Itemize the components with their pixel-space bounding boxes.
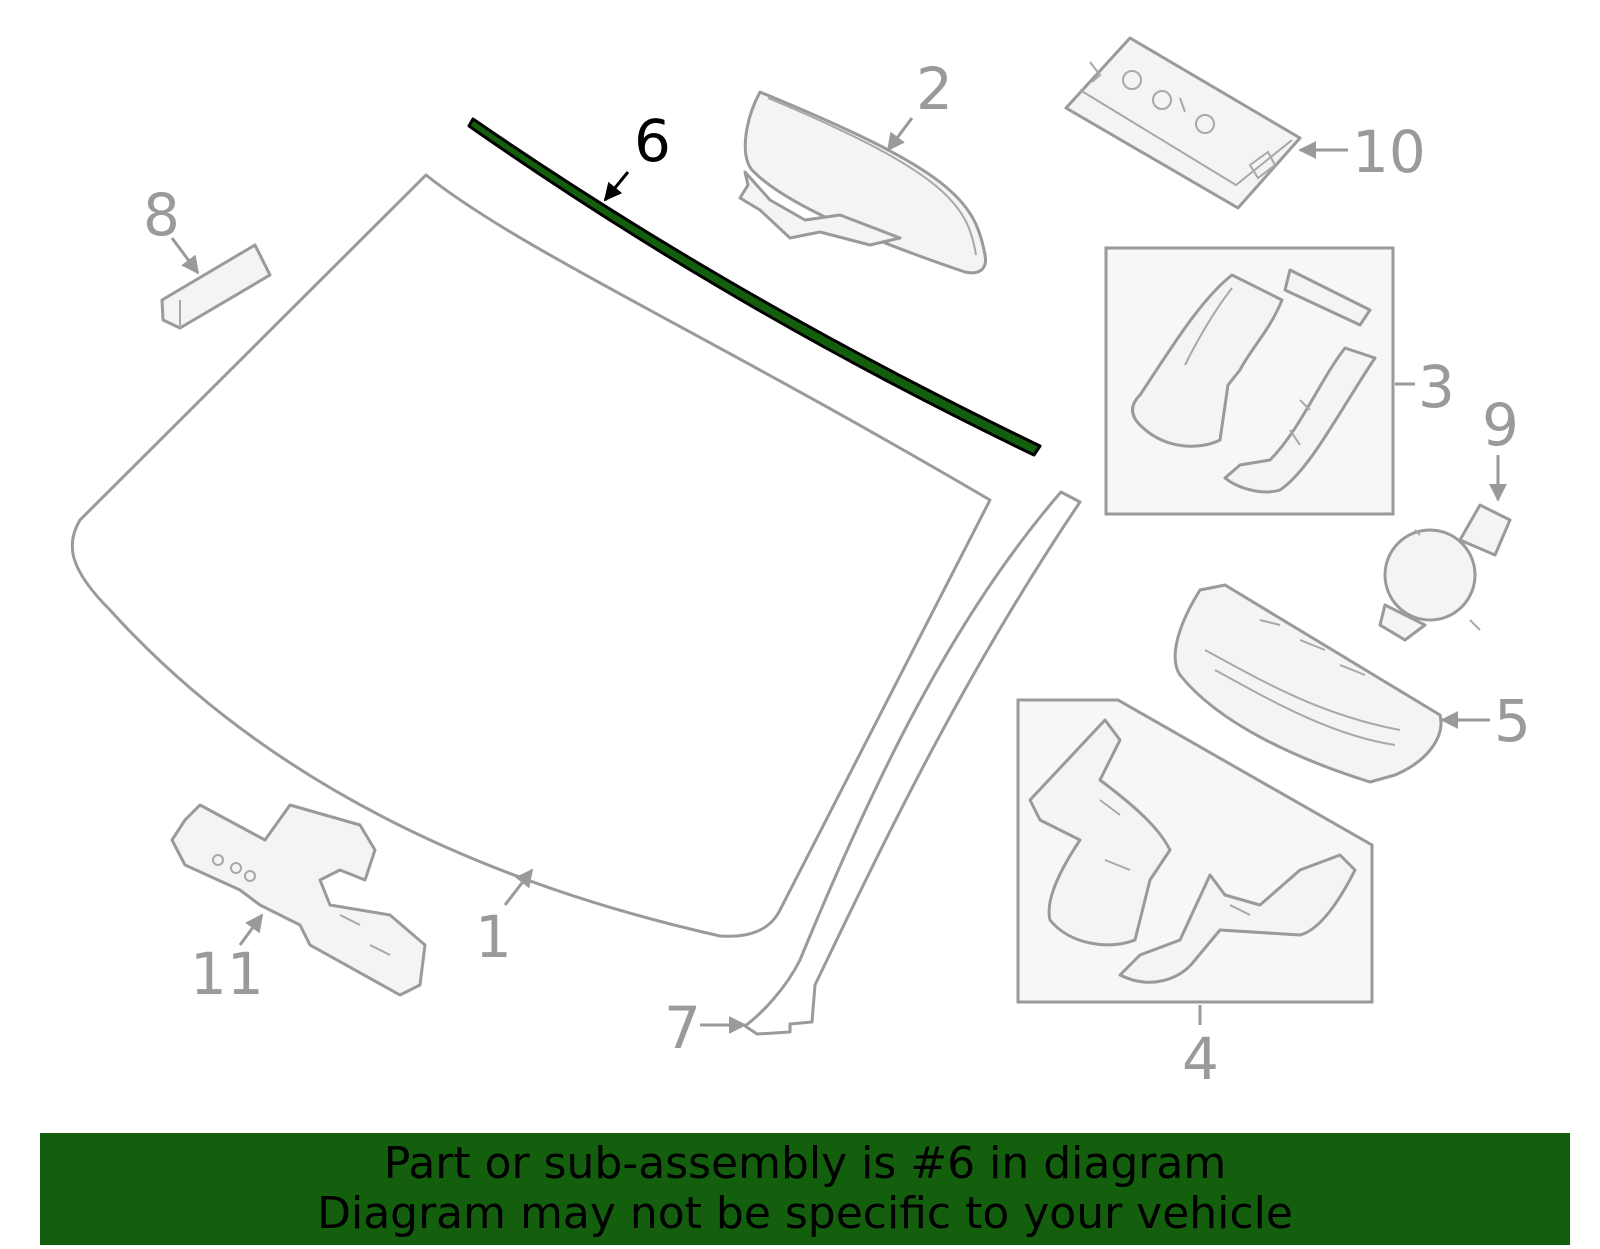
bracket-part-11[interactable]: [170, 803, 427, 997]
trim-panel-part-5[interactable]: [1173, 583, 1443, 784]
callout-3[interactable]: 3: [1418, 353, 1455, 421]
rain-sensor-part-9[interactable]: [1378, 503, 1512, 642]
banner-line-2: Diagram may not be specific to your vehi…: [317, 1188, 1293, 1239]
cover-part-3[interactable]: [1131, 268, 1377, 494]
side-molding-part-7[interactable]: [743, 490, 1082, 1036]
callout-8[interactable]: 8: [143, 181, 180, 249]
callout-1[interactable]: 1: [475, 903, 512, 971]
callout-10[interactable]: 10: [1352, 118, 1426, 186]
leader-part-6: [603, 171, 630, 202]
top-molding-part-6[interactable]: [467, 117, 1042, 457]
parts-diagram: 1 2 3 4 5 6 7 8 9 10 11: [70, 36, 1531, 1093]
callout-2[interactable]: 2: [916, 55, 953, 123]
callout-11[interactable]: 11: [190, 940, 264, 1008]
leader-part-2: [886, 117, 914, 152]
callout-4[interactable]: 4: [1182, 1025, 1219, 1093]
callout-5[interactable]: 5: [1494, 687, 1531, 755]
mirror-part-2[interactable]: [738, 90, 988, 275]
leader-part-11: [238, 913, 264, 946]
cover-part-4[interactable]: [1028, 718, 1357, 984]
callout-7[interactable]: 7: [664, 994, 701, 1062]
leader-part-1: [503, 868, 534, 906]
leader-part-8: [170, 237, 200, 275]
info-banner: Part or sub-assembly is #6 in diagram Di…: [40, 1133, 1570, 1245]
wedge-part-8[interactable]: [160, 243, 272, 330]
callout-9[interactable]: 9: [1482, 391, 1519, 459]
banner-line-1: Part or sub-assembly is #6 in diagram: [383, 1138, 1227, 1189]
windshield-part-1[interactable]: [70, 173, 992, 938]
callout-6[interactable]: 6: [634, 107, 671, 175]
overhead-console-part-10[interactable]: [1064, 36, 1302, 210]
